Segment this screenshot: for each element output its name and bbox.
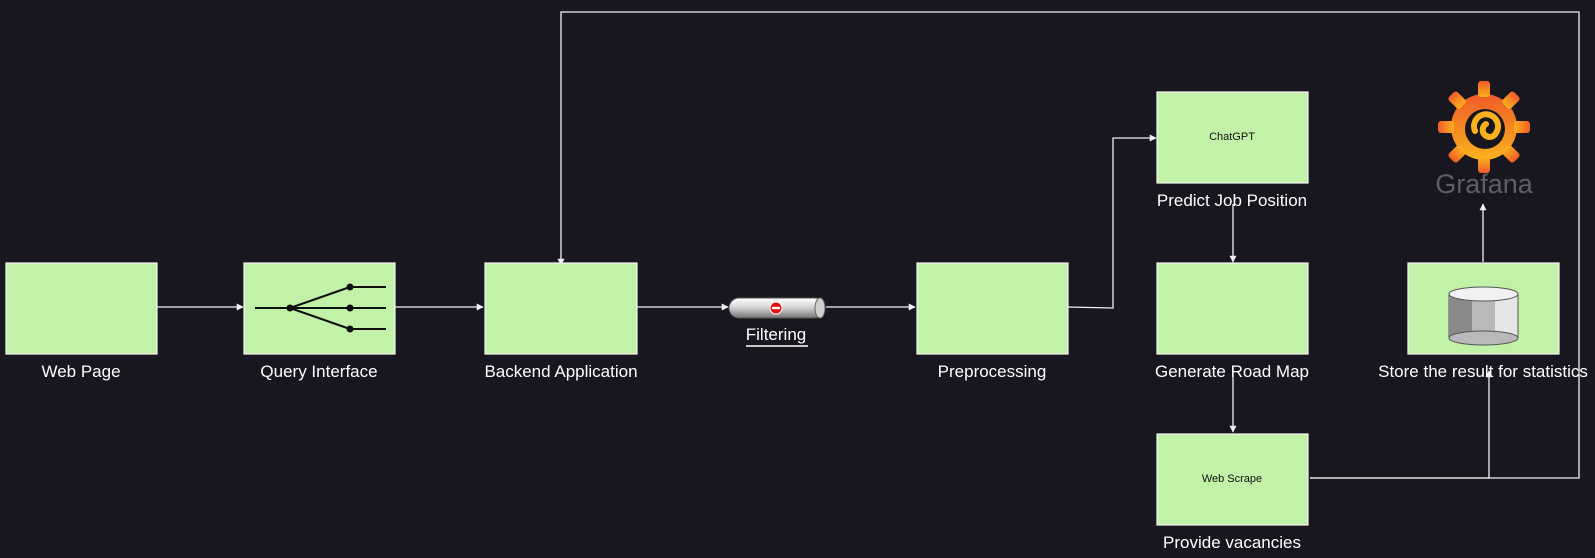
grafana-logo-icon: Grafana — [1435, 81, 1534, 199]
node-web-scrape: Web Scrape Provide vacancies — [1156, 433, 1309, 552]
node-store: Store the result for statistics — [1378, 262, 1588, 381]
database-cylinder-icon — [1448, 286, 1519, 346]
chatgpt-label: Predict Job Position — [1157, 191, 1307, 210]
preprocessing-label: Preprocessing — [938, 362, 1047, 381]
router-fanout-icon — [255, 283, 386, 333]
road-map-label: Generate Road Map — [1155, 362, 1309, 381]
grafana-wordmark: Grafana — [1435, 169, 1534, 199]
node-road-map: Generate Road Map — [1155, 262, 1309, 381]
web-scrape-label: Provide vacancies — [1163, 533, 1301, 552]
web-scrape-text: Web Scrape — [1202, 473, 1262, 485]
node-backend-application: Backend Application — [484, 262, 638, 381]
chatgpt-text: ChatGPT — [1209, 131, 1255, 143]
filtering-label: Filtering — [746, 325, 806, 344]
road-map-box — [1156, 262, 1309, 355]
connectors — [156, 11, 1580, 479]
backend-application-box — [484, 262, 638, 355]
node-filtering: Filtering — [728, 297, 826, 347]
edge-preprocessing-chatgpt — [1066, 134, 1157, 309]
node-chatgpt: ChatGPT Predict Job Position — [1156, 91, 1309, 210]
node-query-interface: Query Interface — [243, 262, 396, 381]
preprocessing-box — [916, 262, 1069, 355]
store-label: Store the result for statistics — [1378, 362, 1588, 381]
edge-webscrape-backend-loop — [557, 11, 1580, 479]
web-page-box — [5, 262, 158, 355]
web-page-label: Web Page — [41, 362, 120, 381]
web-scrape-box — [1156, 433, 1309, 526]
pipe-filter-icon — [728, 297, 826, 319]
query-interface-label: Query Interface — [260, 362, 377, 381]
chatgpt-box — [1156, 91, 1309, 184]
backend-application-label: Backend Application — [484, 362, 637, 381]
node-preprocessing: Preprocessing — [916, 262, 1069, 381]
edge-webscrape-store — [1310, 370, 1493, 479]
node-web-page: Web Page — [5, 262, 158, 381]
